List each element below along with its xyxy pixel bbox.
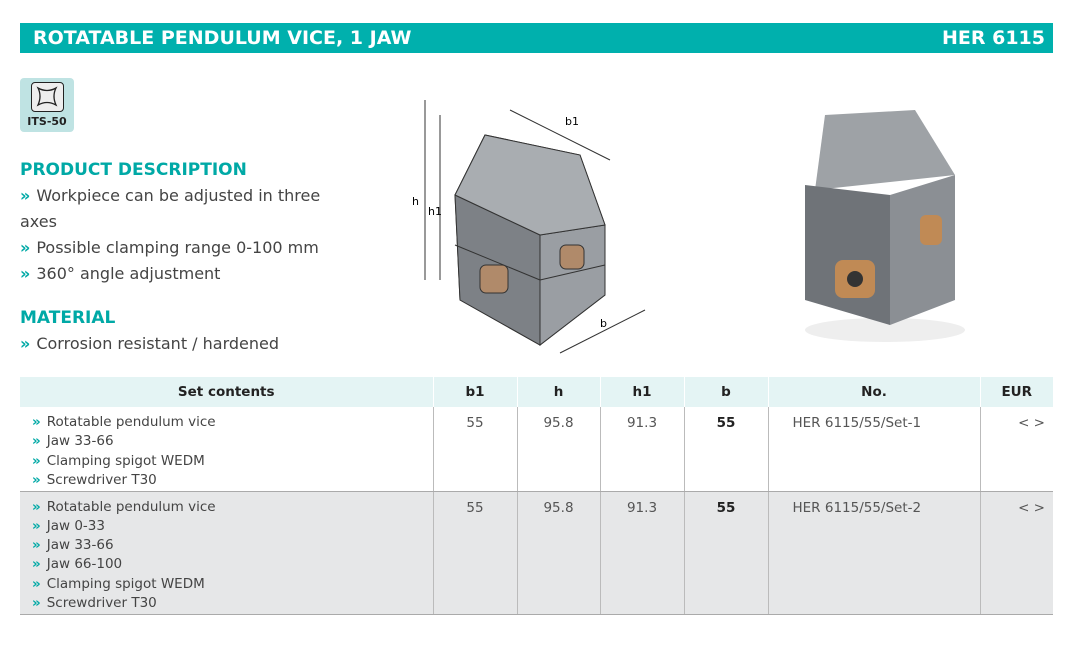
its-50-badge: ITS-50 [20,78,74,132]
set-contents: »Rotatable pendulum vice »Jaw 0-33 »Jaw … [20,491,433,615]
order-number: HER 6115/55/Set-1 [767,407,980,492]
dim-h1: h1 [428,205,442,218]
set-contents-table: Set contents b1 h h1 b No. EUR »Rotatabl… [20,377,1053,615]
list-item: »360° angle adjustment [20,264,221,283]
badge-label: ITS-50 [27,115,67,128]
list-item: »Corrosion resistant / hardened [20,334,280,353]
order-number: HER 6115/55/Set-2 [767,491,980,615]
price: < > [979,407,1053,492]
description-list: »Workpiece can be adjusted in three axes… [20,183,350,287]
product-description-heading: PRODUCT DESCRIPTION [20,160,247,180]
dim-h: h [412,195,419,208]
dim-b: b [600,317,607,330]
title-bar: ROTATABLE PENDULUM VICE, 1 JAW HER 6115 [20,23,1053,53]
dim-b1: b1 [565,115,579,128]
its-50-chuck-icon [31,82,64,112]
list-item: »Workpiece can be adjusted in three axes [20,186,321,231]
material-heading: MATERIAL [20,308,116,328]
product-code: HER 6115 [941,27,1045,49]
set-contents: »Rotatable pendulum vice »Jaw 33-66 »Cla… [20,407,433,492]
price: < > [979,491,1053,615]
material-list: »Corrosion resistant / hardened [20,331,350,357]
table-row: »Rotatable pendulum vice »Jaw 33-66 »Cla… [20,407,1053,492]
technical-drawing: h h1 b1 b [412,100,646,354]
table-header: Set contents b1 h h1 b No. EUR [20,377,1053,407]
product-photo [805,110,965,342]
table-row: »Rotatable pendulum vice »Jaw 0-33 »Jaw … [20,491,1053,615]
list-item: »Possible clamping range 0-100 mm [20,238,319,257]
page-title: ROTATABLE PENDULUM VICE, 1 JAW [33,27,412,49]
